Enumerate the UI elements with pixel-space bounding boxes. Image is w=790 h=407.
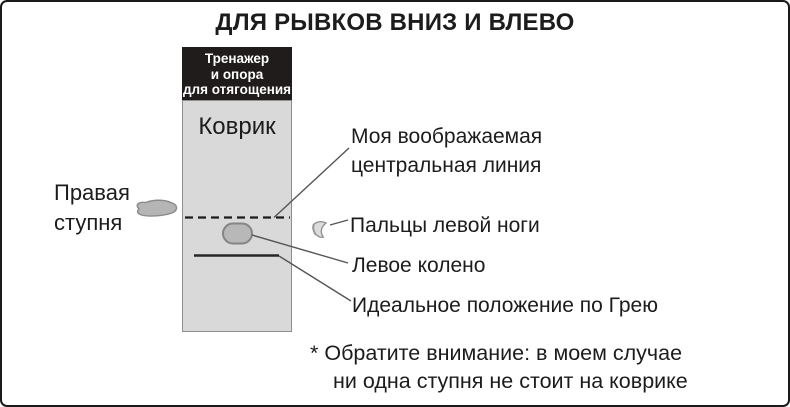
note-line1: * Обратите внимание: в моем случае — [310, 341, 683, 365]
left-toes-shape — [312, 221, 328, 238]
equipment-support-box: Тренажер и опора для отягощения — [182, 47, 292, 100]
left-toes-label: Пальцы левой ноги — [350, 214, 540, 237]
ideal-position-label: Идеальное положение по Грею — [352, 294, 658, 317]
center-line-label: Моя воображаемая центральная линия — [351, 125, 543, 177]
left-toes-shade — [312, 223, 317, 236]
mat-rectangle: Коврик — [182, 100, 292, 332]
equipment-box-line2: и опора — [210, 66, 264, 82]
diagram-title: ДЛЯ РЫВКОВ ВНИЗ И ВЛЕВО — [215, 9, 575, 36]
equipment-box-line3: для отягощения — [182, 82, 292, 97]
equipment-box-line1: Тренажер — [204, 51, 270, 66]
right-foot-label: Правая ступня — [54, 180, 130, 235]
pointer-line-left-toes — [329, 219, 349, 226]
note-line2: ни одна ступня не стоит на коврике — [333, 369, 688, 393]
left-knee-label: Левое колено — [352, 254, 486, 277]
mat-label: Коврик — [198, 113, 276, 140]
